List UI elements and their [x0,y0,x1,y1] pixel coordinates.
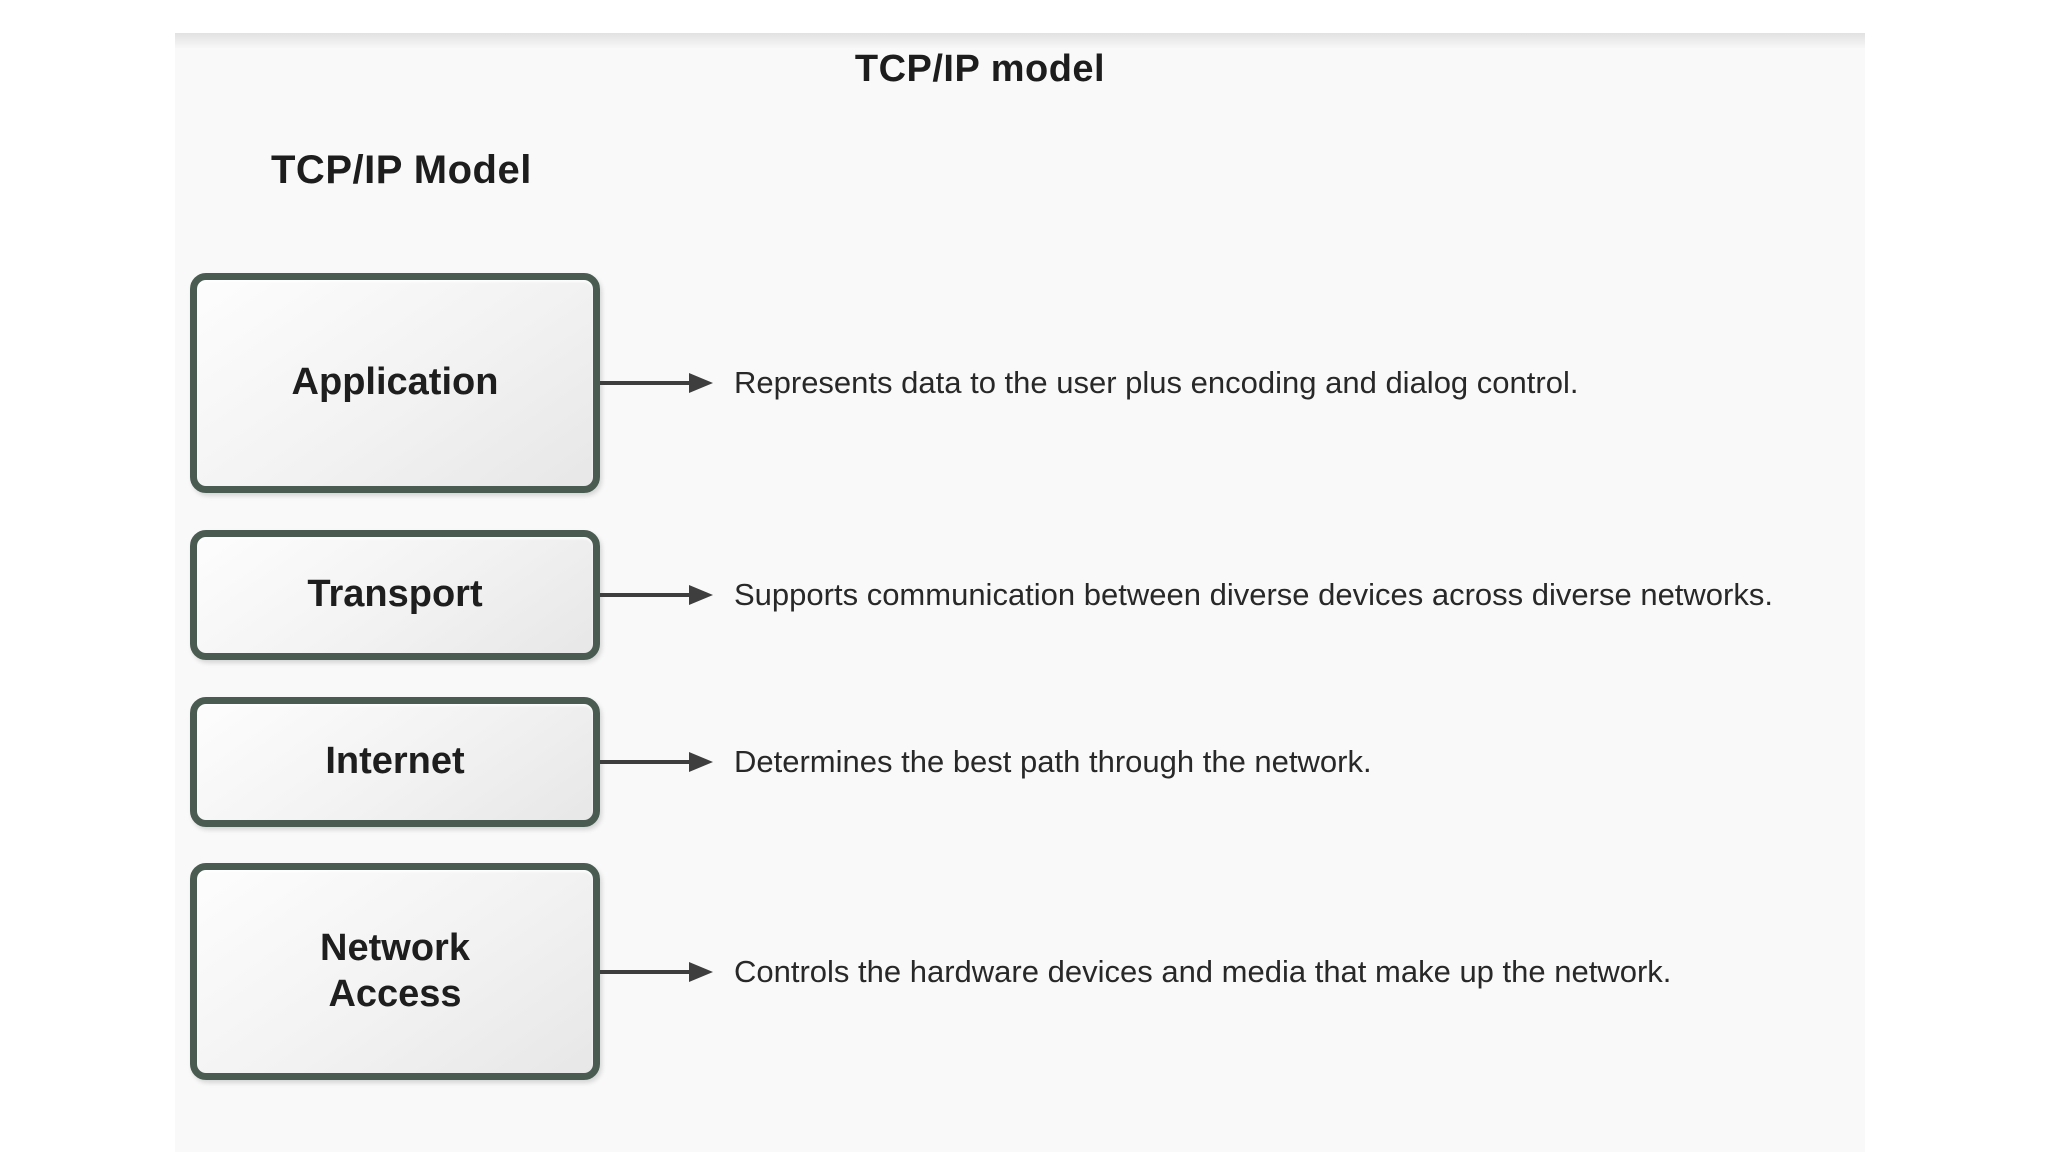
layer-label: Transport [307,573,483,616]
layer-description: Represents data to the user plus encodin… [734,365,1579,400]
layer-box-network-access: Network Access [190,863,600,1080]
layer-description: Controls the hardware devices and media … [734,953,1672,989]
right-arrow [600,961,713,982]
model-side-label: TCP/IP Model [271,148,532,192]
layer-description: Determines the best path through the net… [734,744,1372,779]
panel-top-strip [175,33,1865,48]
layer-row-transport: Transport Supports communication between… [190,530,1773,660]
layer-row-network-access: Network Access Controls the hardware dev… [190,863,1671,1080]
right-arrow [600,752,713,772]
arrow-line [600,969,689,974]
arrow-head-icon [689,961,713,982]
layer-label: Network Access [320,926,470,1015]
arrow-head-icon [689,752,713,772]
arrow-head-icon [689,585,713,605]
layer-box-transport: Transport [190,530,600,660]
layer-row-application: Application Represents data to the user … [190,273,1578,493]
arrow-line [600,593,689,597]
layer-label: Application [291,361,499,404]
diagram-title: TCP/IP model [854,48,1106,90]
right-arrow [600,373,713,393]
layer-box-application: Application [190,273,600,493]
right-arrow [600,585,713,605]
layer-label: Internet [325,740,465,783]
arrow-line [600,760,689,764]
layer-description: Supports communication between diverse d… [734,577,1773,612]
arrow-line [600,381,689,385]
layer-box-internet: Internet [190,697,600,827]
layer-row-internet: Internet Determines the best path throug… [190,697,1372,827]
arrow-head-icon [689,373,713,393]
